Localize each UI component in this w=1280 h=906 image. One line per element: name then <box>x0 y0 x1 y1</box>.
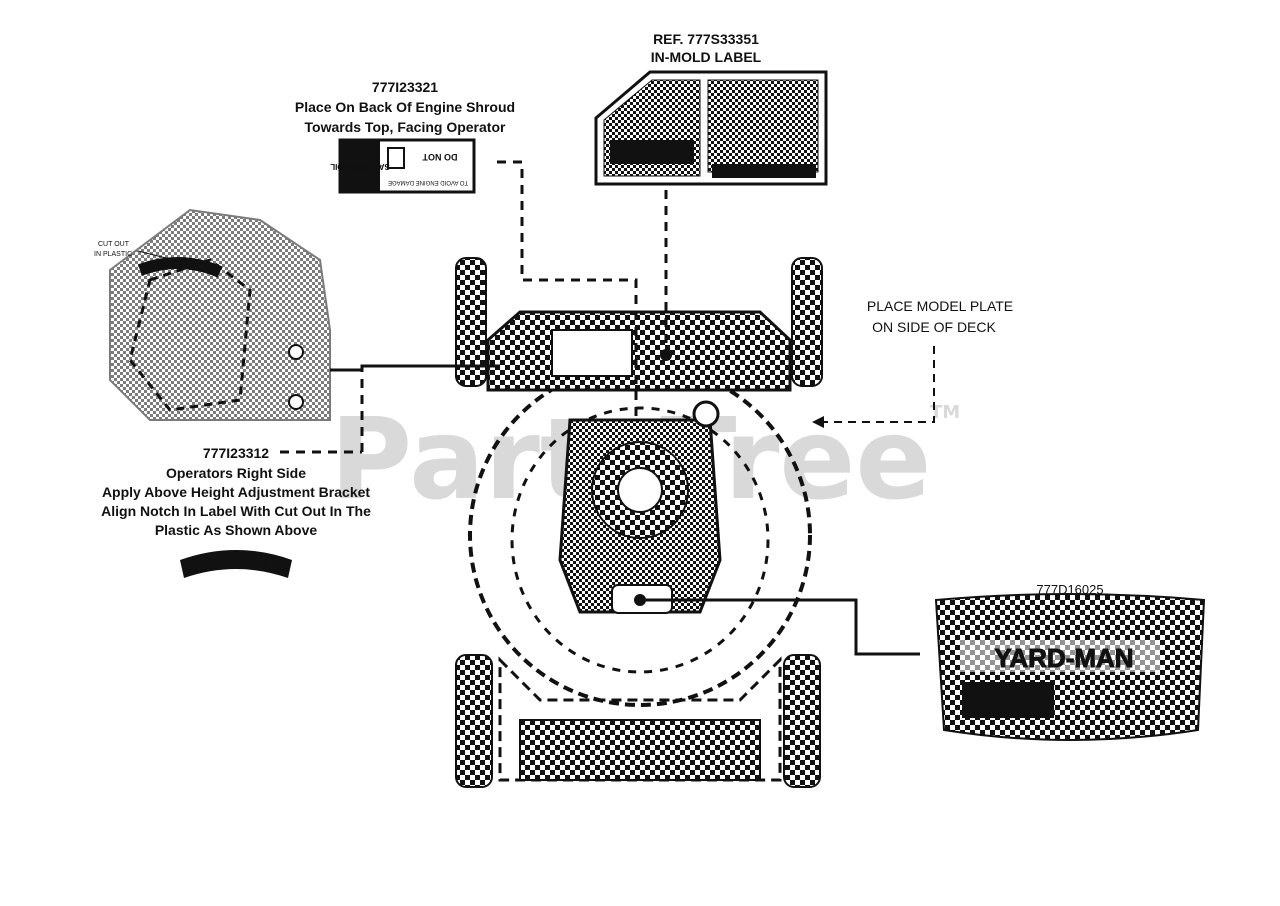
height-label-part-number: 777I23312 <box>203 445 269 461</box>
model-plate-line2: ON SIDE OF DECK <box>872 319 996 335</box>
cutout-label: CUT OUT <box>98 241 130 248</box>
svg-text:SAE 10W30 OIL: SAE 10W30 OIL <box>330 162 390 171</box>
engine-label-part-number: 777I23321 <box>372 79 438 95</box>
hood-decal-image: YARD-MAN PUSH MOWER <box>934 593 1206 741</box>
svg-text:4: 4 <box>248 557 253 566</box>
svg-text:DO NOT: DO NOT <box>422 152 458 162</box>
height-label-line4: Plastic As Shown Above <box>155 522 318 538</box>
inmold-label-name: IN-MOLD LABEL <box>651 49 762 65</box>
svg-text:L: L <box>194 564 199 573</box>
height-label-line3: Align Notch In Label With Cut Out In The <box>101 503 371 519</box>
engine-label-line1: Place On Back Of Engine Shroud <box>295 99 515 115</box>
front-left-wheel <box>455 257 487 387</box>
inmold-label-image: DANGER WARNING <box>594 70 828 186</box>
rear-left-wheel <box>455 654 493 788</box>
svg-text:DANGER: DANGER <box>626 144 678 158</box>
front-right-wheel <box>791 257 823 387</box>
height-label-line1: Operators Right Side <box>166 465 306 481</box>
cutout-label-2: IN PLASTIC <box>94 251 132 258</box>
height-label-callout: CUT OUT IN PLASTIC 777I23312 Operators R… <box>94 208 500 578</box>
height-label-line2: Apply Above Height Adjustment Bracket <box>102 484 370 500</box>
svg-text:H: H <box>278 564 284 573</box>
svg-text:TM: TM <box>930 402 960 423</box>
rear-housing <box>498 656 782 782</box>
svg-text:TO AVOID ENGINE DAMAGE: TO AVOID ENGINE DAMAGE <box>388 179 468 185</box>
model-plate-line1: PLACE MODEL PLATE <box>867 298 1013 314</box>
svg-text:3: 3 <box>230 556 235 565</box>
engine-label-image: SAE 10W30 OIL DO NOT TO AVOID ENGINE DAM… <box>330 138 476 194</box>
svg-text:PUSH: PUSH <box>970 686 1006 701</box>
svg-text:MOWER: MOWER <box>970 702 1022 717</box>
rear-right-wheel <box>783 654 821 788</box>
model-plate-callout: PLACE MODEL PLATE ON SIDE OF DECK <box>812 298 1013 428</box>
svg-text:WARNING: WARNING <box>742 167 786 177</box>
engine-label-line2: Towards Top, Facing Operator <box>305 119 506 135</box>
front-housing <box>486 310 792 392</box>
svg-text:5: 5 <box>264 560 269 569</box>
engine-label-callout: 777I23321 Place On Back Of Engine Shroud… <box>295 79 638 420</box>
hood-decal-callout: 777D16025 YARD-MAN PUSH MOWER <box>640 582 1206 741</box>
svg-text:YARD-MAN: YARD-MAN <box>994 643 1133 673</box>
height-label-image: L 2 3 4 5 H <box>180 550 292 578</box>
svg-text:2: 2 <box>212 559 217 568</box>
inmold-label-callout: REF. 777S33351 IN-MOLD LABEL DANGER WARN… <box>594 31 828 352</box>
height-bracket-drawing <box>109 208 331 421</box>
inmold-part-number: REF. 777S33351 <box>653 31 759 47</box>
